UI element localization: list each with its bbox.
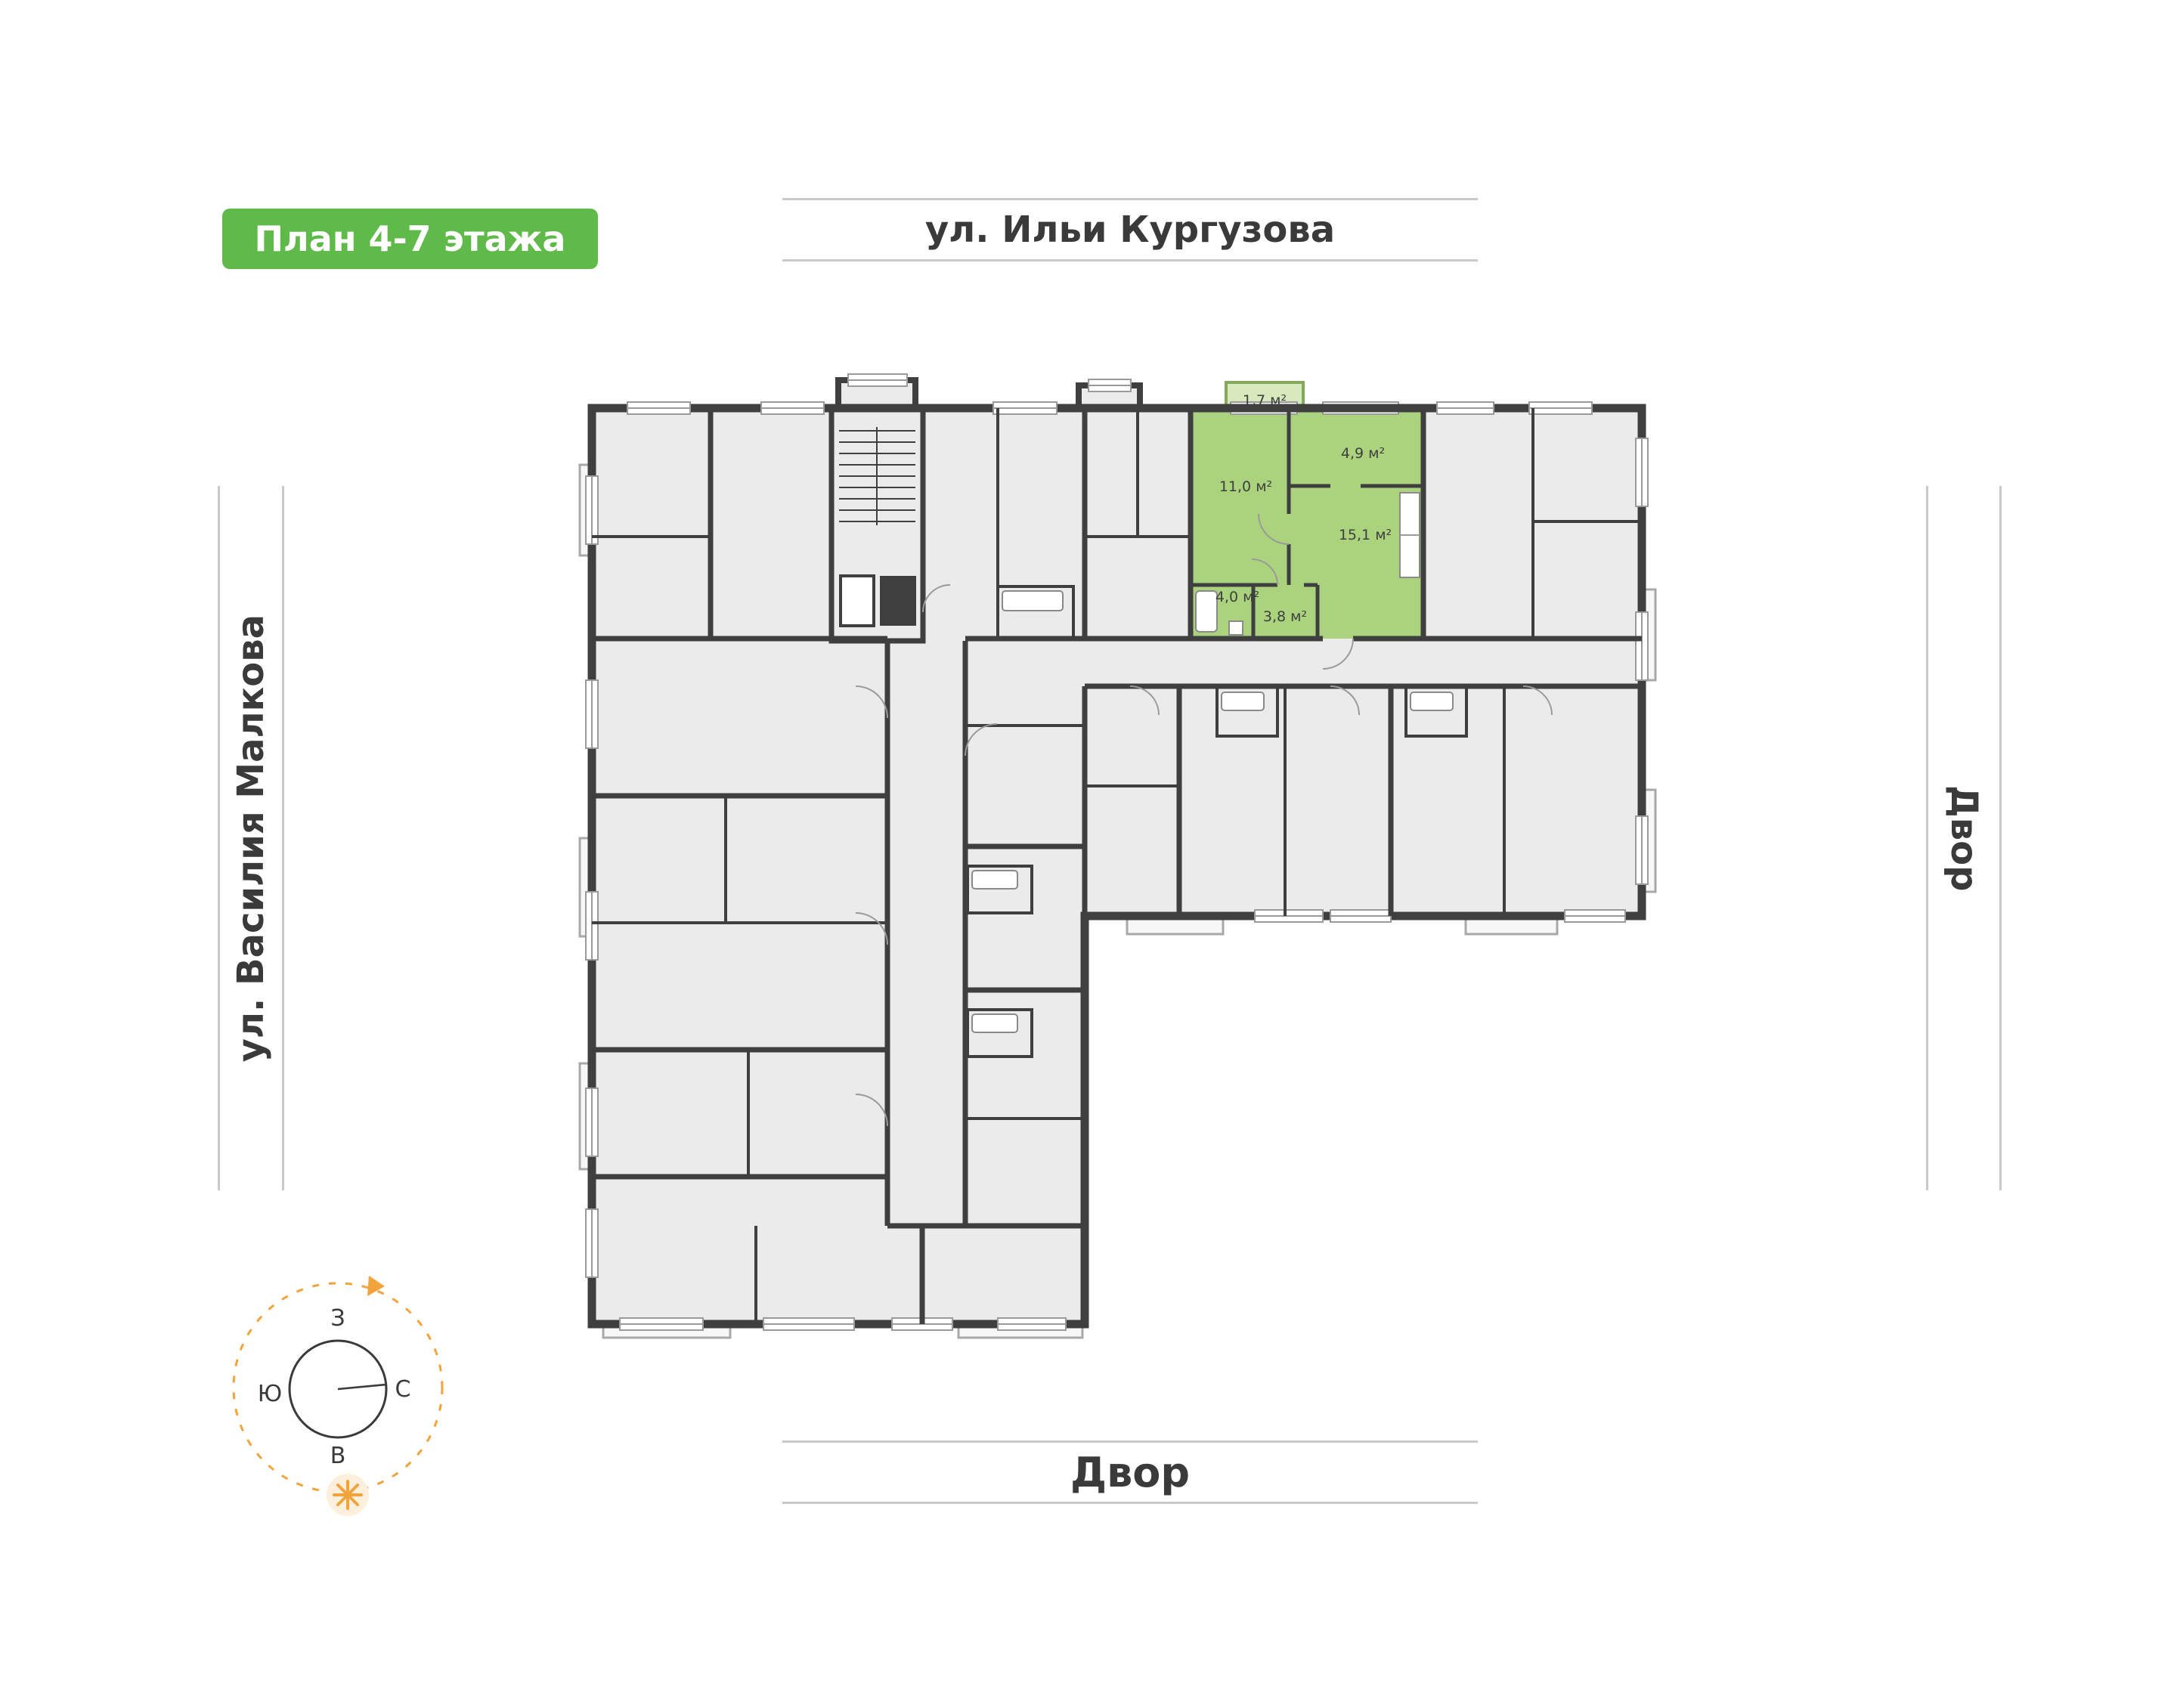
unit-corridor-area: 3,8 м² bbox=[1263, 608, 1307, 625]
compass-label-west: З bbox=[330, 1305, 345, 1332]
unit-sink bbox=[1228, 620, 1243, 636]
compass-dial bbox=[288, 1339, 388, 1439]
compass-label-north: С bbox=[395, 1376, 411, 1403]
yard-bottom-line-lower bbox=[782, 1502, 1478, 1504]
compass-label-east: В bbox=[330, 1443, 346, 1469]
unit-bathroom-area: 4,0 м² bbox=[1215, 589, 1259, 605]
unit-area-labels: 1,7 м² 11,0 м² 4,9 м² 15,1 м² 4,0 м² 3,8… bbox=[1215, 392, 1392, 625]
highlighted-unit[interactable] bbox=[1191, 408, 1423, 639]
building-outline bbox=[587, 404, 1646, 1329]
yard-right-line-inner bbox=[1926, 486, 1928, 1190]
unit-walls bbox=[1191, 408, 1423, 642]
street-left: ул. Василия Малкова bbox=[218, 486, 284, 1190]
stairwell bbox=[828, 405, 926, 644]
compass-arrow-icon bbox=[367, 1276, 385, 1296]
street-left-label: ул. Василия Малкова bbox=[230, 614, 272, 1063]
door-arcs bbox=[855, 513, 1553, 1127]
sun-icon bbox=[327, 1474, 369, 1516]
unit-bathtub bbox=[1195, 590, 1218, 633]
street-left-line-outer bbox=[218, 486, 220, 1190]
street-left-line-inner bbox=[282, 486, 284, 1190]
street-top-line-lower bbox=[782, 259, 1478, 261]
unit-hallway-area: 4,9 м² bbox=[1341, 445, 1385, 462]
compass: З С Ю В bbox=[232, 1276, 444, 1516]
unit-kitchen-area: 15,1 м² bbox=[1339, 527, 1392, 543]
yard-bottom-label: Двор bbox=[1070, 1448, 1191, 1496]
yard-right-line-outer bbox=[1999, 486, 2002, 1190]
street-top-line-upper bbox=[782, 198, 1478, 200]
elevator-shaft bbox=[880, 576, 916, 626]
street-top-label: ул. Ильи Кургузова bbox=[924, 209, 1336, 251]
bathrooms bbox=[966, 492, 1468, 1058]
floorplan: 1,7 м² 11,0 м² 4,9 м² 15,1 м² 4,0 м² 3,8… bbox=[578, 373, 1657, 1339]
street-top: ул. Ильи Кургузова bbox=[782, 198, 1478, 261]
compass-dashed-ring bbox=[232, 1276, 444, 1493]
unit-bedroom-area: 11,0 м² bbox=[1219, 478, 1272, 495]
yard-bottom-line-upper bbox=[782, 1440, 1478, 1443]
compass-needle bbox=[337, 1383, 387, 1391]
yard-bottom: Двор bbox=[782, 1440, 1478, 1504]
floor-plan-badge: План 4-7 этажа bbox=[222, 209, 598, 269]
elevator bbox=[839, 574, 875, 627]
yard-right: Двор bbox=[1926, 486, 2002, 1190]
interior-walls bbox=[592, 404, 1642, 1324]
compass-label-south: Ю bbox=[258, 1381, 282, 1407]
yard-right-label: Двор bbox=[1943, 784, 1985, 892]
unit-balcony-area: 1,7 м² bbox=[1243, 392, 1287, 409]
